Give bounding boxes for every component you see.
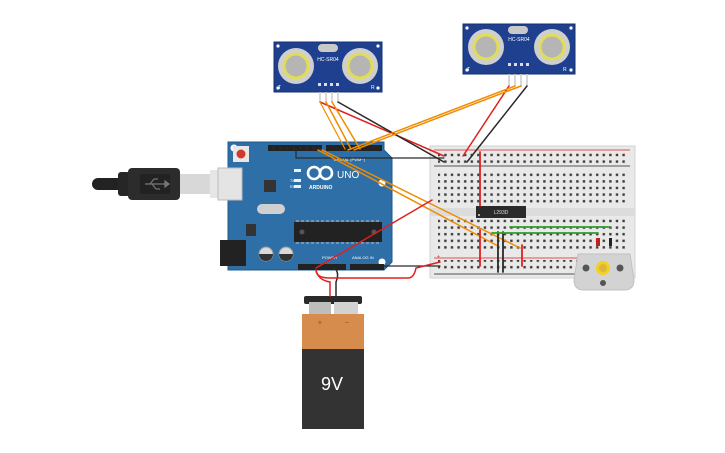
wire-vin-rail[interactable]: [315, 261, 441, 279]
led-rx-label: RX: [290, 185, 296, 189]
sensor-left-pins[interactable]: [319, 92, 339, 102]
ultrasonic-sensor-left[interactable]: HC-SR04 T R: [273, 41, 383, 102]
sensor-left-r: R: [371, 85, 375, 91]
capacitor: [279, 254, 293, 261]
battery-label: 9V: [321, 374, 343, 394]
usb-cable[interactable]: [92, 168, 230, 200]
power-header[interactable]: [298, 264, 346, 270]
l293d-driver-chip[interactable]: L293D: [476, 206, 526, 218]
wire-sensor-right-vcc[interactable]: [462, 85, 510, 157]
reset-button-cap[interactable]: [236, 149, 246, 159]
sensor-right-r: R: [563, 67, 567, 73]
wire-sensor-left-gnd[interactable]: [337, 101, 445, 163]
motor-terminal-minus[interactable]: [609, 238, 612, 246]
terminal-strip-lower[interactable]: [438, 218, 626, 252]
wire-arduino-5v[interactable]: [315, 199, 433, 269]
arduino-uno-board[interactable]: TX RX ARDUINO UNO DIGITAL (PWM~) POWER A…: [217, 141, 393, 271]
wire-sensor-left-signal[interactable]: [319, 101, 346, 150]
mount-hole: [378, 258, 386, 266]
led-l: [294, 169, 301, 172]
arduino-brand: ARDUINO: [309, 185, 332, 191]
battery-minus: −: [345, 318, 350, 327]
wires[interactable]: [295, 85, 611, 297]
arduino-infinity-logo-icon: [306, 165, 334, 181]
chip-label: L293D: [494, 210, 509, 216]
ultrasonic-sensor-right[interactable]: HC-SR04 T R: [462, 23, 576, 86]
sensor-left-label: HC-SR04: [317, 57, 339, 63]
wire-arduino-motor-in2[interactable]: [321, 149, 521, 249]
sensor-crystal: [508, 26, 528, 34]
power-header-label: POWER: [322, 255, 337, 260]
wire-sensor-left-echo[interactable]: [331, 101, 361, 150]
top-power-rail[interactable]: [438, 152, 626, 164]
wire-sensor-right-echo[interactable]: [353, 85, 522, 151]
wire-arduino-gnd[interactable]: [295, 149, 445, 159]
sensor-right-pins[interactable]: [508, 74, 528, 86]
battery-9v[interactable]: + − 9V: [302, 296, 364, 429]
wire-sensor-right-trig[interactable]: [347, 85, 516, 151]
motor-terminal-plus[interactable]: [596, 238, 600, 246]
wire-arduino-motor-in1[interactable]: [317, 149, 499, 247]
sensor-left-t: T: [278, 85, 281, 91]
wire-sensor-right-gnd[interactable]: [466, 85, 528, 163]
led-tx: [294, 179, 301, 182]
capacitor: [259, 254, 273, 261]
sensor-right-t: T: [467, 67, 470, 73]
battery-plus: +: [318, 318, 323, 327]
atmega-chip: [294, 222, 382, 242]
wire-battery-minus[interactable]: [333, 267, 339, 297]
crystal: [257, 204, 285, 214]
power-jack: [220, 240, 246, 266]
digital-header-label: DIGITAL (PWM~): [334, 157, 366, 162]
rail-plus-label: +: [437, 254, 440, 260]
analog-header[interactable]: [350, 264, 384, 270]
terminal-strip-upper[interactable]: [438, 172, 626, 206]
sensor-right-label: HC-SR04: [508, 37, 530, 43]
led-tx-label: TX: [290, 179, 295, 183]
regulator: [246, 224, 256, 236]
wire-sensor-left-vcc[interactable]: [319, 101, 445, 157]
usb-chip: [264, 180, 276, 192]
led-rx: [294, 185, 301, 188]
usb-port: [217, 167, 243, 201]
rail-minus-label: −: [437, 272, 440, 278]
arduino-model: UNO: [337, 170, 359, 181]
center-channel: [430, 208, 635, 216]
usb-icon: [145, 178, 170, 190]
dc-motor[interactable]: [573, 238, 635, 291]
wire-sensor-left-trig[interactable]: [325, 101, 352, 150]
motor-gear-icon: [596, 261, 610, 275]
analog-header-label: ANALOG IN: [352, 255, 374, 260]
sensor-crystal: [318, 44, 338, 52]
